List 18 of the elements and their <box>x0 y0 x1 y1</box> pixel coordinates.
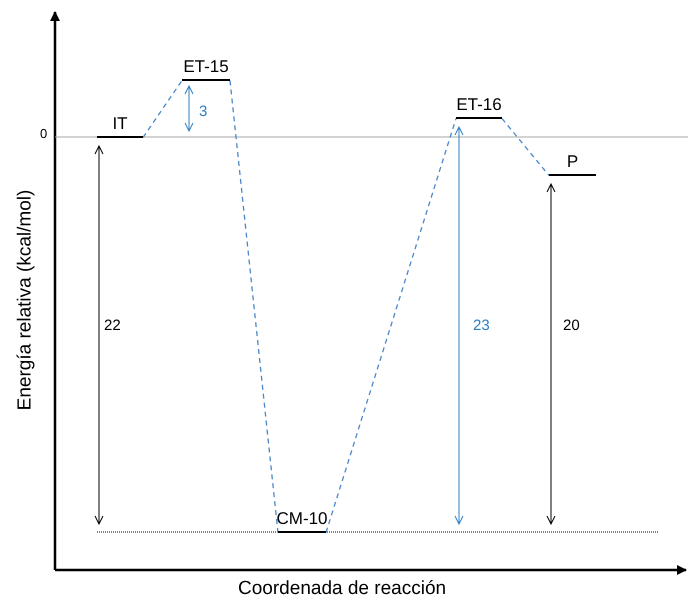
state-label: IT <box>112 114 128 135</box>
axis-title: Energía relativa (kcal/mol) <box>14 190 36 410</box>
axis-tick-label: 0 <box>40 126 48 141</box>
connector-line <box>502 118 550 176</box>
energy-level <box>549 152 596 176</box>
connector-line <box>229 80 279 533</box>
state-label: P <box>566 152 578 173</box>
energy-value: 20 <box>563 317 580 334</box>
state-label: CM-10 <box>276 509 328 530</box>
energy-value: 3 <box>199 103 208 120</box>
energy-value: 22 <box>104 317 121 334</box>
axis-title: Coordenada de reacción <box>238 578 446 600</box>
connector-line <box>325 118 457 533</box>
connector-line <box>142 80 183 138</box>
state-label: ET-16 <box>456 95 502 116</box>
state-label: ET-15 <box>183 57 229 78</box>
energy-value: 23 <box>473 317 490 334</box>
energy-level <box>97 114 143 138</box>
